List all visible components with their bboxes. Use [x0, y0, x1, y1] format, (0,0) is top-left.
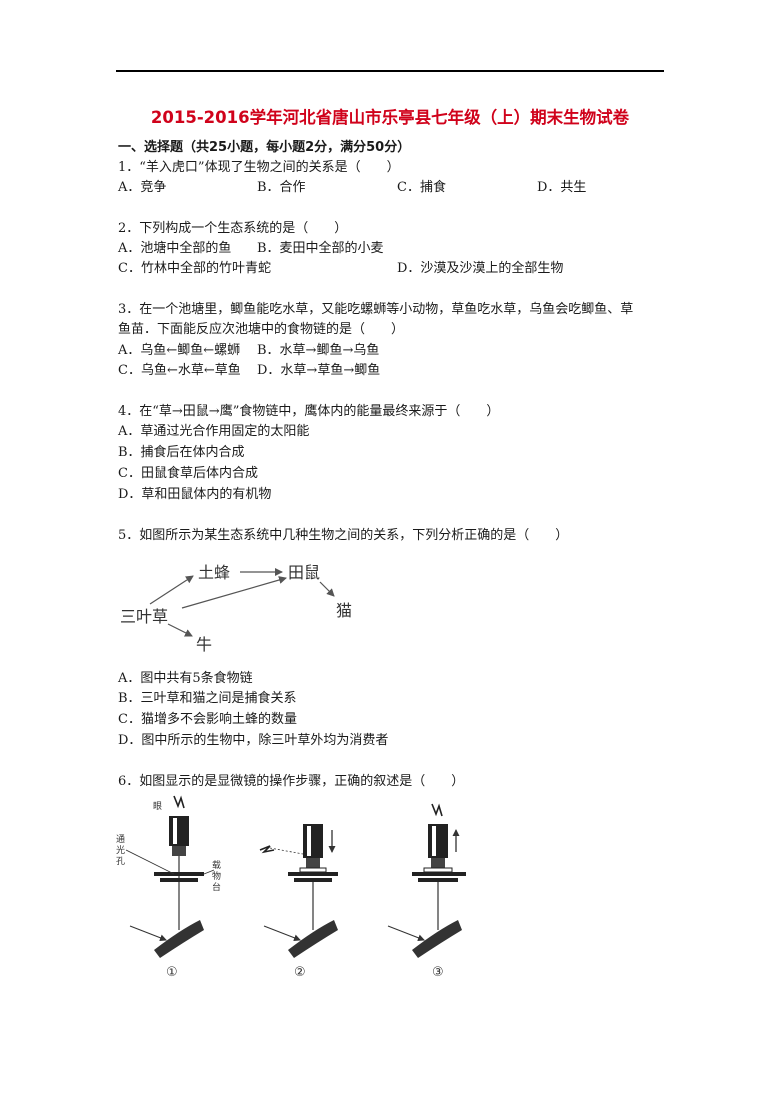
arrow-mouse-to-cat [319, 581, 335, 597]
eye-label: 眼 [153, 801, 162, 812]
q4-option-d: D．草和田鼠体内的有机物 [118, 487, 272, 502]
node-clover: 三叶草 [120, 607, 168, 626]
step-3-label: ③ [432, 965, 444, 980]
q2-option-c: C．竹林中全部的竹叶青蛇 [118, 261, 271, 276]
q1-option-a: A．竞争 [118, 180, 167, 195]
q2-option-a: A．池塘中全部的鱼 [118, 241, 232, 256]
q3-stem-line2: 鱼苗．下面能反应次池塘中的食物链的是（ ） [118, 322, 405, 337]
microscope-step-3: ③ [387, 803, 466, 980]
node-bee: 土蜂 [198, 563, 230, 582]
q4-option-a: A．草通过光合作用固定的太阳能 [118, 424, 310, 439]
q4-stem: 4．在“草→田鼠→鹰”食物链中，鹰体内的能量最终来源于（ ） [118, 404, 500, 419]
step-1-label: ① [166, 965, 178, 980]
top-rule [116, 70, 664, 72]
microscope-figure: 眼 通 光 孔 载 物 台 ① ② [116, 795, 466, 980]
svg-text:通: 通 [116, 834, 125, 845]
eye-icon [173, 795, 185, 809]
svg-text:台: 台 [212, 881, 221, 893]
svg-text:载: 载 [212, 859, 221, 871]
q1-stem: 1．“羊入虎口”体现了生物之间的关系是（ ） [118, 160, 400, 175]
node-mouse: 田鼠 [288, 563, 320, 582]
q1-option-b: B．合作 [257, 180, 306, 195]
microscope-step-2: ② [259, 824, 338, 980]
q1-option-d: D．共生 [537, 180, 587, 195]
q3-option-b: B．水草→鲫鱼→乌鱼 [257, 343, 380, 358]
node-cow: 牛 [196, 635, 212, 654]
q5-option-a: A．图中共有5条食物链 [118, 671, 253, 686]
q2-stem: 2．下列构成一个生态系统的是（ ） [118, 221, 348, 236]
q2-option-b: B．麦田中全部的小麦 [257, 241, 384, 256]
step-2-label: ② [294, 965, 306, 980]
q5-option-b: B．三叶草和猫之间是捕食关系 [118, 691, 297, 706]
arrow-clover-to-cow [167, 623, 193, 637]
q6-stem: 6．如图显示的是显微镜的操作步骤，正确的叙述是（ ） [118, 774, 465, 789]
microscope-step-1: 眼 通 光 孔 载 物 台 ① [116, 795, 221, 980]
eye-top-icon [431, 803, 443, 817]
food-web-figure: 三叶草 土蜂 田鼠 猫 牛 [120, 563, 352, 654]
page-title: 2015-2016学年河北省唐山市乐亭县七年级（上）期末生物试卷 [150, 108, 630, 127]
section-heading: 一、选择题（共25小题，每小题2分，满分50分） [118, 140, 411, 155]
q3-stem-line1: 3．在一个池塘里，鲫鱼能吃水草，又能吃螺蛳等小动物，草鱼吃水草，乌鱼会吃鲫鱼、草 [118, 302, 634, 317]
q5-option-c: C．猫增多不会影响土蜂的数量 [118, 712, 297, 727]
q3-option-c: C．乌鱼←水草←草鱼 [118, 363, 241, 378]
q5-option-d: D．图中所示的生物中，除三叶草外均为消费者 [118, 733, 389, 748]
q3-option-a: A．乌鱼←鲫鱼←螺蛳 [118, 343, 241, 358]
q3-option-d: D．水草→草鱼→鲫鱼 [257, 363, 381, 378]
q5-stem: 5．如图所示为某生态系统中几种生物之间的关系，下列分析正确的是（ ） [118, 528, 569, 543]
q4-option-c: C．田鼠食草后体内合成 [118, 466, 258, 481]
arrow-clover-to-bee [149, 575, 194, 605]
q4-option-b: B．捕食后在体内合成 [118, 445, 245, 460]
q2-option-d: D．沙漠及沙漠上的全部生物 [397, 261, 564, 276]
q1-option-c: C．捕食 [397, 180, 446, 195]
eye-side-icon [259, 845, 275, 854]
arrow-clover-to-mouse [181, 576, 287, 609]
svg-text:光: 光 [116, 844, 125, 856]
node-cat: 猫 [336, 601, 352, 620]
svg-text:物: 物 [212, 870, 221, 882]
svg-text:孔: 孔 [116, 856, 125, 867]
